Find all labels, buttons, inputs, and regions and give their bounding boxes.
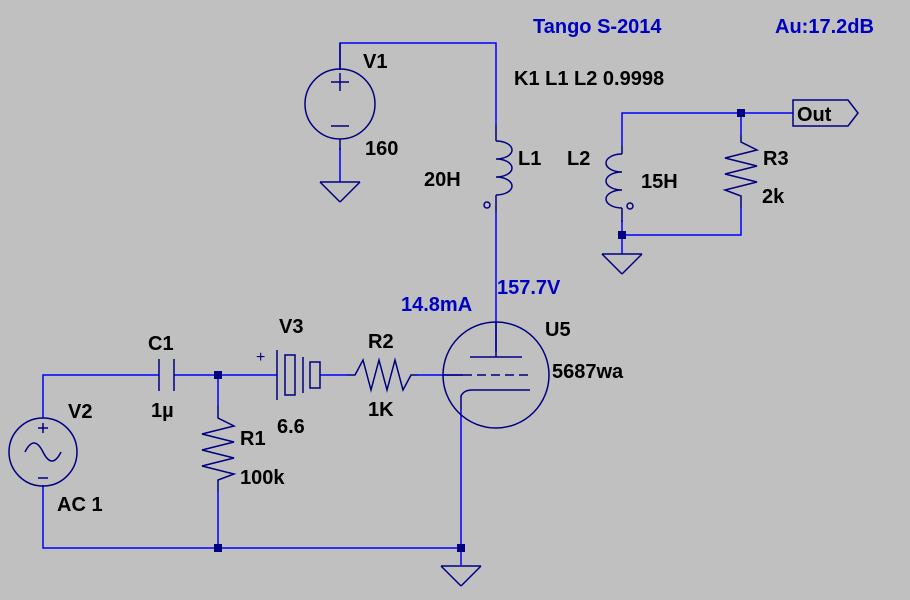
v3-value: 6.6	[277, 416, 305, 438]
junction-dot	[618, 231, 626, 239]
r1-resistor-symbol[interactable]	[201, 405, 237, 492]
gain-label: Au:17.2dB	[775, 16, 874, 38]
l1-inductor-symbol[interactable]	[483, 125, 513, 213]
out-port-symbol[interactable]	[792, 99, 859, 127]
l2-inductor-symbol[interactable]	[605, 145, 634, 222]
wire-l2-out	[621, 112, 793, 145]
junction-dot	[214, 544, 222, 552]
u5-value: 5687wa	[552, 361, 624, 383]
wire-v2-c1	[42, 374, 159, 418]
ground-symbol-l2	[601, 253, 643, 275]
out-label: Out	[797, 104, 832, 126]
v3-name: V3	[279, 316, 303, 338]
l2-name: L2	[567, 148, 590, 170]
ground-symbol-main	[440, 565, 482, 587]
v1-source-symbol[interactable]	[304, 43, 376, 150]
l2-value: 15H	[641, 171, 678, 193]
r2-value: 1K	[368, 399, 394, 421]
wire-ground-rail	[42, 485, 461, 549]
title-label: Tango S-2014	[533, 16, 662, 38]
wire-r3-bottom	[622, 208, 742, 236]
v2-value: AC 1	[57, 494, 103, 516]
r3-resistor-symbol[interactable]	[722, 135, 760, 208]
v1-name: V1	[363, 51, 387, 73]
c1-value: 1µ	[151, 400, 174, 422]
r2-resistor-symbol[interactable]	[347, 357, 417, 393]
r1-value: 100k	[240, 467, 285, 489]
plate-voltage-annotation: 157.7V	[497, 277, 561, 299]
svg-text:+: +	[256, 349, 265, 366]
plate-current-annotation: 14.8mA	[401, 294, 472, 316]
labels: Tango S-2014 Au:17.2dB K1 L1 L2 0.9998 V…	[57, 16, 874, 516]
coupling-directive[interactable]: K1 L1 L2 0.9998	[514, 68, 664, 90]
r3-value: 2k	[762, 186, 785, 208]
c1-capacitor-symbol[interactable]	[158, 359, 175, 391]
r1-name: R1	[240, 428, 266, 450]
l1-name: L1	[518, 148, 541, 170]
v1-value: 160	[365, 138, 398, 160]
u5-name: U5	[545, 319, 571, 341]
u5-triode-symbol[interactable]	[442, 321, 550, 429]
v2-ac-source-symbol[interactable]	[8, 417, 78, 487]
ground-symbol-v1	[319, 181, 361, 203]
wires	[42, 42, 793, 565]
l1-value: 20H	[424, 169, 461, 191]
c1-name: C1	[148, 333, 174, 355]
junction-dot	[737, 109, 745, 117]
junction-dot	[214, 371, 222, 379]
r3-name: R3	[763, 148, 789, 170]
v3-battery-symbol[interactable]: +	[256, 349, 321, 400]
v2-name: V2	[68, 401, 92, 423]
r2-name: R2	[368, 331, 394, 353]
junction-dot	[457, 544, 465, 552]
junctions	[214, 109, 745, 552]
